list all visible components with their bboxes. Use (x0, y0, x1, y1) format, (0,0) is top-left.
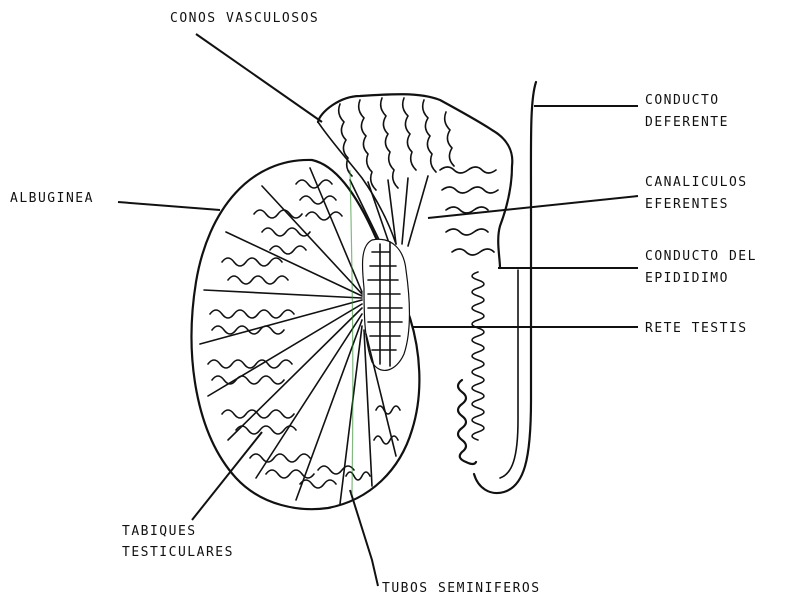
testis (192, 160, 420, 509)
label-epididimo-line1: CONDUCTO DEL (645, 249, 757, 264)
label-epididimo-line2: EPIDIDIMO (645, 271, 729, 286)
tubules-lobule-5 (208, 360, 292, 384)
ductus-deferens (474, 82, 536, 493)
ductus-inner-wall (500, 270, 518, 478)
tubules-lobule-6 (222, 410, 296, 434)
conos-vasculosos-lobules (339, 98, 454, 190)
tubules-lobule-7 (250, 454, 314, 478)
ductus-outer-wall (474, 82, 536, 493)
leader-tabiques (192, 432, 262, 520)
epididymis-head-outline (318, 94, 512, 268)
efferent-ductules (350, 176, 428, 250)
label-tabiques-line2: TESTICULARES (122, 545, 234, 560)
leader-tubos (350, 490, 378, 586)
epididymis-coils-tail (472, 272, 484, 440)
leader-albuginea (118, 202, 220, 210)
label-tabiques-line1: TABIQUES (122, 524, 197, 539)
label-tubos-seminiferos: TUBOS SEMINIFEROS (382, 581, 541, 596)
tubules-lobule-3 (222, 258, 288, 284)
leader-canaliculos (428, 196, 638, 218)
label-albuginea: ALBUGINEA (10, 191, 94, 206)
epididymis-inner-edge (318, 122, 396, 244)
label-conducto-deferente-line2: DEFERENTE (645, 115, 729, 130)
label-canaliculos-line2: EFERENTES (645, 197, 729, 212)
label-conducto-deferente-line1: CONDUCTO (645, 93, 720, 108)
tubules-lobule-1 (296, 180, 342, 220)
leader-conos (196, 34, 322, 122)
tubules-lobule-2 (254, 210, 310, 254)
label-rete-testis: RETE TESTIS (645, 321, 748, 336)
label-canaliculos-line1: CANALICULOS (645, 175, 748, 190)
label-conos-vasculosos: CONOS VASCULOSOS (170, 11, 319, 26)
